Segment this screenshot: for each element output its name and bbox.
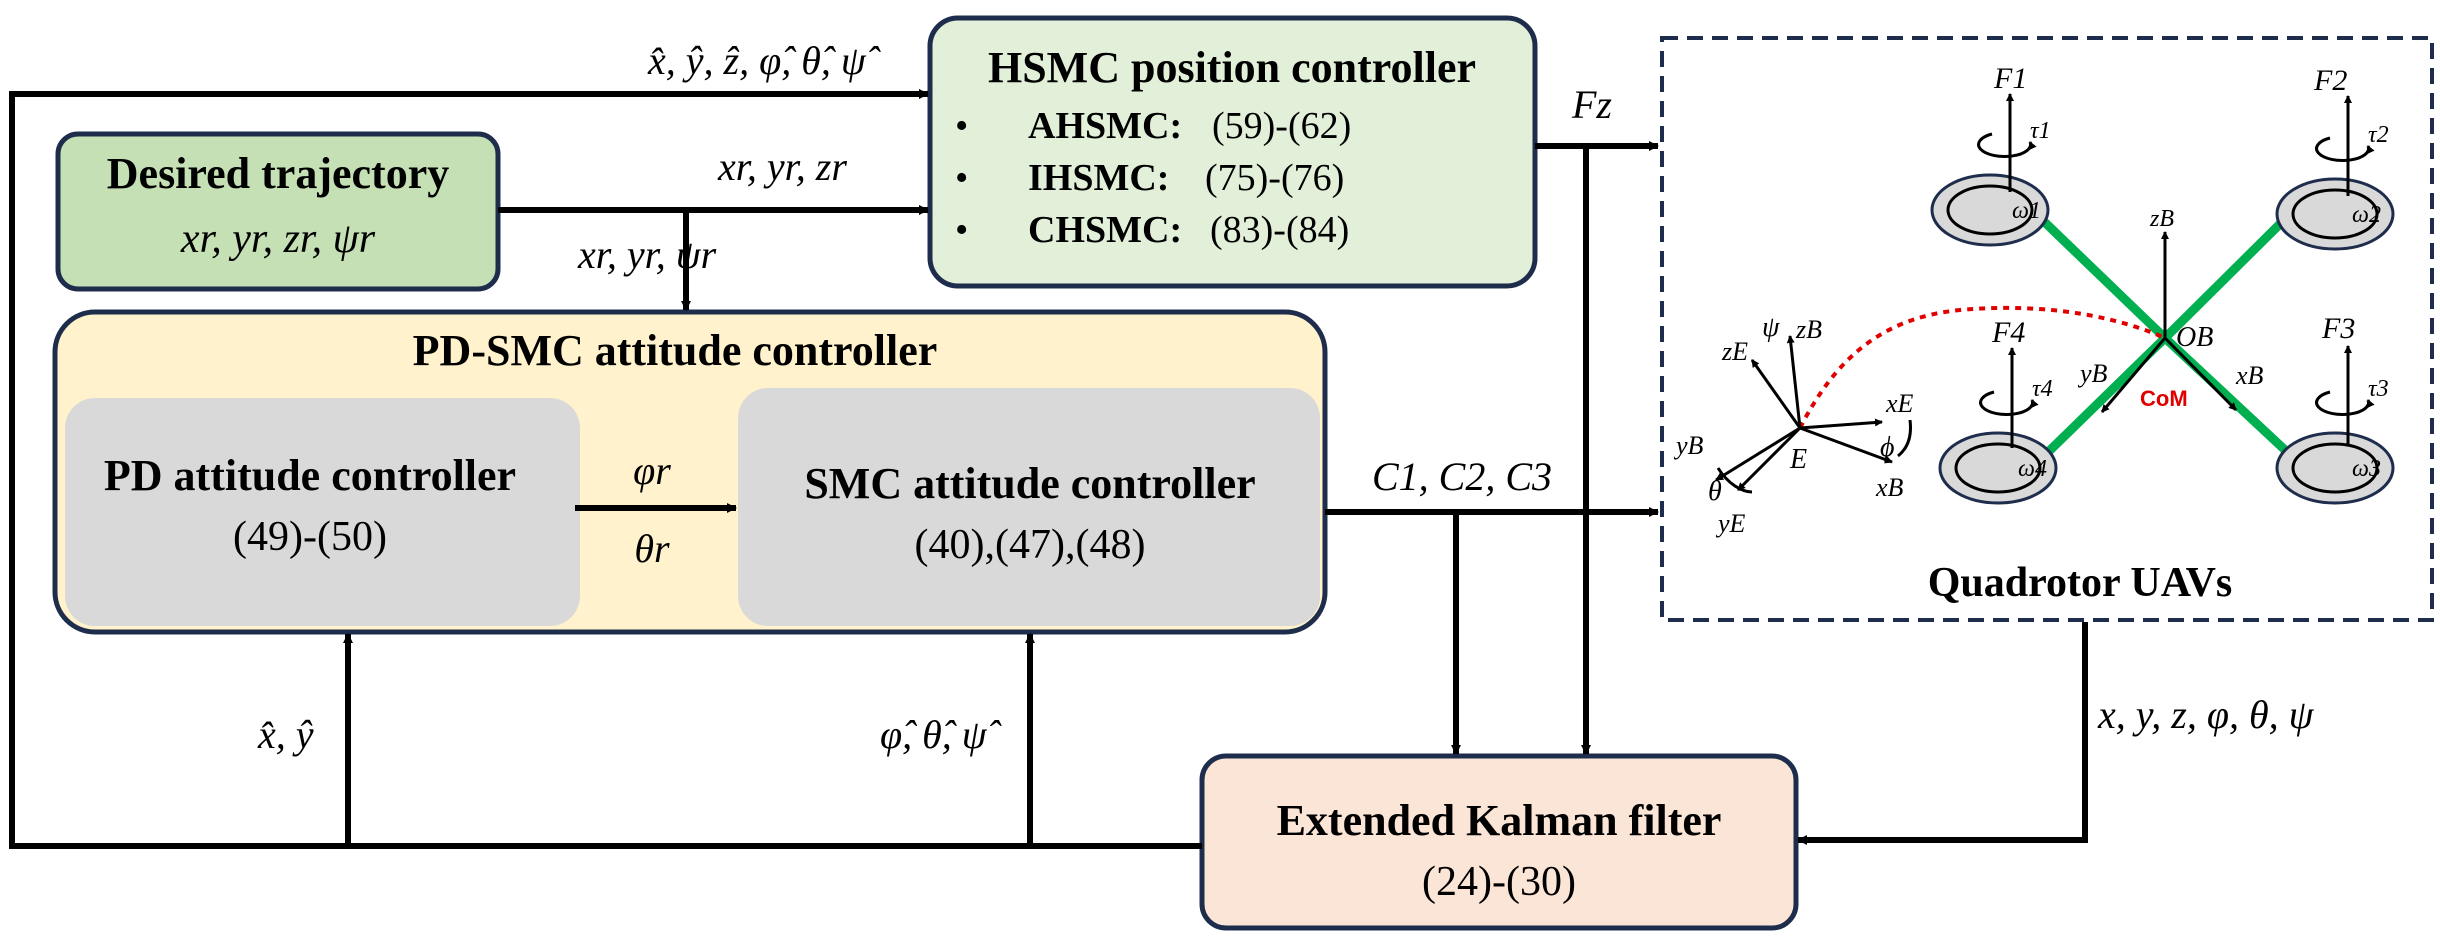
smc-eq: (40),(47),(48): [915, 522, 1146, 568]
quadrotor-panel: Quadrotor UAVs: [1660, 36, 2434, 622]
svg-text:yB: yB: [2077, 359, 2108, 388]
label-phi-r: φr: [633, 448, 671, 493]
center-of-mass-label: CoM: [2140, 386, 2188, 411]
svg-text:E: E: [1789, 444, 1807, 475]
pd-smc-title: PD-SMC attitude controller: [413, 326, 938, 375]
smc-title: SMC attitude controller: [804, 459, 1255, 508]
pd-smc-attitude-controller-block: PD-SMC attitude controller PD attitude c…: [52, 309, 1328, 635]
signal-labels: x̂, ŷ, ẑ, φ̂, θ̂, ψ̂ xr, yr, zr xr, yr, …: [257, 38, 2315, 757]
label-fz: Fz: [1571, 82, 1612, 127]
svg-text:ϕ: ϕ: [1880, 432, 1895, 463]
svg-text:zE: zE: [1721, 337, 1748, 366]
smc-attitude-controller-block: SMC attitude controller (40),(47),(48): [738, 388, 1320, 626]
rotor-3: [2275, 431, 2395, 505]
pd-title: PD attitude controller: [104, 451, 516, 500]
earth-frame-labels: zE xE yE E ψ ϕ θ zB xB yB: [1673, 312, 1914, 538]
ekf-eq: (24)-(30): [1422, 859, 1576, 905]
svg-text:xE: xE: [1885, 389, 1914, 418]
svg-text:ω1: ω1: [2012, 198, 2041, 224]
svg-text:OB: OB: [2176, 322, 2213, 353]
hsmc-item-chsmc: • CHSMC: (83)-(84): [955, 209, 1349, 251]
svg-text:τ3: τ3: [2368, 376, 2389, 402]
hsmc-title: HSMC position controller: [988, 43, 1476, 92]
svg-text:ψ: ψ: [1762, 312, 1780, 343]
svg-text:yB: yB: [1673, 431, 1704, 460]
svg-text:F2: F2: [2313, 64, 2347, 97]
svg-text:xB: xB: [2235, 361, 2264, 390]
svg-text:F4: F4: [1991, 316, 2025, 349]
label-measured-states: x, y, z, φ, θ, ψ: [2097, 692, 2315, 737]
svg-text:F3: F3: [2321, 312, 2355, 345]
svg-text:τ4: τ4: [2032, 376, 2053, 402]
rotor-4: [1938, 431, 2058, 505]
hsmc-item-eq: (83)-(84): [1210, 209, 1349, 251]
label-estimated-states: x̂, ŷ, ẑ, φ̂, θ̂, ψ̂: [647, 38, 881, 83]
svg-text:yE: yE: [1715, 509, 1746, 538]
label-c123: C1, C2, C3: [1372, 454, 1552, 499]
svg-text:ω2: ω2: [2352, 202, 2381, 228]
pd-eq: (49)-(50): [233, 514, 387, 560]
hsmc-item-eq: (75)-(76): [1205, 157, 1344, 199]
thrust-arrows: [1977, 93, 2375, 448]
label-reference-xy-psi: xr, yr, ψr: [577, 232, 717, 277]
desired-trajectory-title: Desired trajectory: [107, 149, 449, 198]
extended-kalman-filter-block: Extended Kalman filter (24)-(30): [1199, 753, 1799, 931]
feedback-loop-line: [9, 89, 1202, 849]
earth-frame-axes: [1715, 335, 1912, 494]
trajectory-curve: [1798, 305, 2166, 429]
svg-text:zB: zB: [2149, 206, 2174, 232]
hsmc-item-eq: (59)-(62): [1212, 105, 1351, 147]
svg-text:θ: θ: [1708, 476, 1722, 507]
label-attitude-estimate: φ̂, θ̂, ψ̂: [880, 712, 1002, 757]
hsmc-position-controller-block: HSMC position controller • AHSMC: (59)-(…: [927, 15, 1538, 289]
rotor-1: [1930, 173, 2050, 247]
svg-text:•: •: [955, 105, 968, 147]
pd-attitude-controller-block: PD attitude controller (49)-(50): [65, 398, 580, 626]
svg-text:τ1: τ1: [2030, 118, 2051, 144]
signal-lines: [9, 89, 2088, 849]
label-xy-estimate: x̂, ŷ: [257, 712, 314, 757]
desired-trajectory-vars: xr, yr, zr, ψr: [180, 216, 376, 262]
svg-text:•: •: [955, 157, 968, 199]
svg-text:zB: zB: [1795, 315, 1822, 344]
svg-text:xB: xB: [1875, 473, 1904, 502]
desired-trajectory-block: Desired trajectory xr, yr, zr, ψr: [55, 131, 501, 292]
quad-to-ekf-arrow: [1797, 622, 2088, 845]
ekf-title: Extended Kalman filter: [1277, 796, 1722, 845]
svg-text:τ2: τ2: [2368, 122, 2389, 148]
label-reference-xyz: xr, yr, zr: [717, 144, 847, 189]
rotor-labels: F1 F2 F3 F4 τ1 τ2 τ3 τ4 ω1 ω2 ω3 ω4 zB O…: [1991, 62, 2389, 482]
hsmc-item-name: CHSMC:: [1028, 209, 1182, 251]
hsmc-item-ihsmc: • IHSMC: (75)-(76): [955, 157, 1344, 199]
hsmc-item-name: AHSMC:: [1028, 105, 1182, 147]
svg-text:•: •: [955, 209, 968, 251]
svg-text:ω3: ω3: [2352, 456, 2381, 482]
hsmc-item-name: IHSMC:: [1028, 157, 1169, 199]
label-theta-r: θr: [634, 526, 670, 571]
rotor-2: [2275, 177, 2395, 251]
hsmc-item-ahsmc: • AHSMC: (59)-(62): [955, 105, 1351, 147]
svg-text:F1: F1: [1993, 62, 2027, 95]
quadrotor-title: Quadrotor UAVs: [1928, 560, 2233, 606]
svg-text:ω4: ω4: [2018, 456, 2047, 482]
